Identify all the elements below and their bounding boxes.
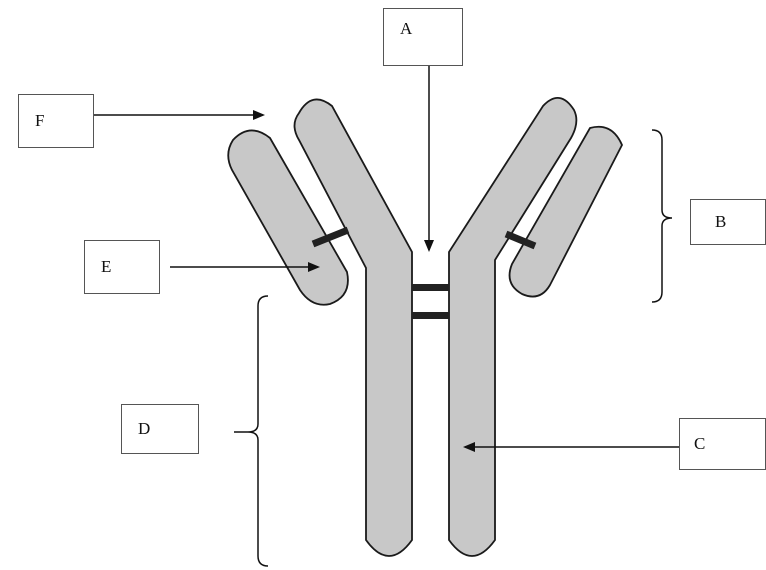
- label-box-d: D: [121, 404, 199, 454]
- label-e-text: E: [101, 257, 111, 277]
- hinge-disulfide-bond-lower: [412, 312, 449, 319]
- heavy-chain-right: [449, 98, 576, 556]
- label-box-f: F: [18, 94, 94, 148]
- label-box-b: B: [690, 199, 766, 245]
- heavy-chain-left: [295, 99, 413, 556]
- label-box-c: C: [679, 418, 766, 470]
- label-box-e: E: [84, 240, 160, 294]
- bracket-b: [652, 130, 672, 302]
- label-b-text: B: [715, 212, 726, 232]
- label-f-text: F: [35, 111, 44, 131]
- hinge-disulfide-bond-upper: [412, 284, 449, 291]
- label-d-text: D: [138, 419, 150, 439]
- bracket-d: [248, 296, 268, 566]
- label-c-text: C: [694, 434, 705, 454]
- label-a-text: A: [400, 19, 412, 39]
- label-box-a: A: [383, 8, 463, 66]
